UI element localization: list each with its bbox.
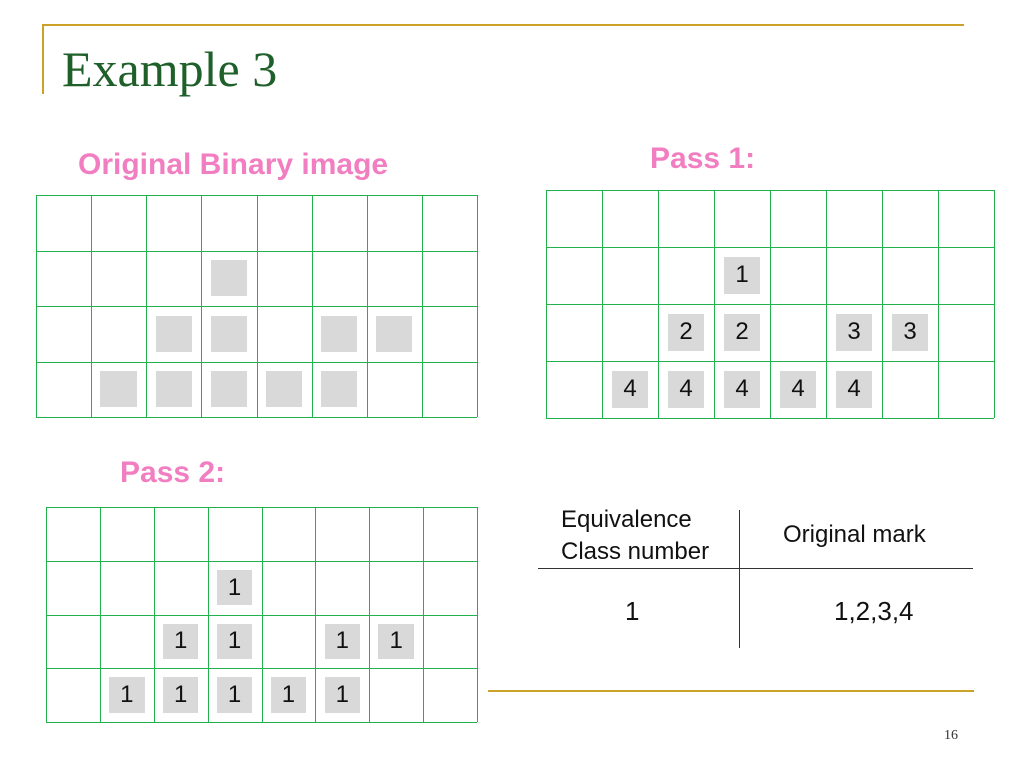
original-mark-header: Original mark: [783, 521, 926, 548]
grid-vline: [46, 507, 47, 722]
frame-top-rule: [42, 24, 964, 26]
class-number-value: 1: [625, 596, 640, 626]
grid-vline: [994, 190, 995, 418]
slide-title: Example 3: [62, 41, 278, 97]
filled-pixel: [210, 260, 248, 297]
grid-hline: [546, 247, 994, 248]
grid-hline: [36, 417, 477, 418]
label-cell: 1: [162, 623, 199, 660]
pass2-label: Pass 2:: [120, 456, 226, 489]
filled-pixel: [320, 315, 358, 352]
grid-hline: [546, 418, 994, 419]
original-image-label: Original Binary image: [78, 148, 389, 181]
filled-pixel: [376, 315, 413, 352]
grid-vline: [154, 507, 155, 722]
label-cell: 1: [270, 677, 307, 713]
equivalence-header-line1: Equivalence: [561, 506, 692, 533]
grid-vline: [315, 507, 316, 722]
label-cell: 4: [611, 371, 649, 408]
grid-hline: [36, 251, 477, 252]
grid-vline: [100, 507, 101, 722]
label-cell: 3: [835, 314, 873, 351]
grid-hline: [46, 615, 477, 616]
label-cell: 4: [835, 371, 873, 408]
grid-vline: [208, 507, 209, 722]
label-cell: 4: [779, 371, 817, 408]
pass1-label: Pass 1:: [650, 142, 756, 175]
table-column-rule: [739, 510, 740, 648]
label-cell: 2: [723, 314, 761, 351]
table-header-rule: [538, 568, 973, 569]
grid-hline: [36, 306, 477, 307]
page-number: 16: [944, 728, 958, 743]
label-cell: 3: [891, 314, 929, 351]
label-cell: 1: [324, 677, 361, 713]
grid-hline: [546, 361, 994, 362]
label-cell: 4: [667, 371, 705, 408]
grid-hline: [36, 195, 477, 196]
grid-hline: [36, 362, 477, 363]
grid-vline: [369, 507, 370, 722]
label-cell: 1: [109, 677, 145, 713]
label-cell: 1: [324, 623, 361, 660]
grid-vline: [262, 507, 263, 722]
filled-pixel: [210, 315, 248, 352]
grid-hline: [546, 190, 994, 191]
filled-pixel: [265, 371, 303, 408]
label-cell: 2: [667, 314, 705, 351]
grid-hline: [46, 668, 477, 669]
label-cell: 1: [723, 257, 761, 294]
frame-left-rule: [42, 24, 44, 94]
label-cell: 1: [162, 677, 199, 713]
filled-pixel: [210, 371, 248, 408]
original-mark-value: 1,2,3,4: [834, 596, 914, 626]
filled-pixel: [155, 315, 192, 352]
filled-pixel: [155, 371, 192, 408]
equivalence-header-line2: Class number: [561, 538, 710, 565]
filled-pixel: [100, 371, 137, 408]
frame-bottom-rule: [488, 690, 974, 692]
label-cell: 1: [216, 569, 253, 606]
grid-hline: [46, 722, 477, 723]
grid-hline: [46, 561, 477, 562]
grid-vline: [477, 195, 478, 417]
label-cell: 1: [216, 623, 253, 660]
grid-vline: [477, 507, 478, 722]
filled-pixel: [320, 371, 358, 408]
grid-hline: [46, 507, 477, 508]
label-cell: 1: [378, 623, 414, 660]
grid-hline: [546, 304, 994, 305]
label-cell: 4: [723, 371, 761, 408]
grid-vline: [423, 507, 424, 722]
label-cell: 1: [216, 677, 253, 713]
original-binary-grid: [36, 195, 478, 418]
